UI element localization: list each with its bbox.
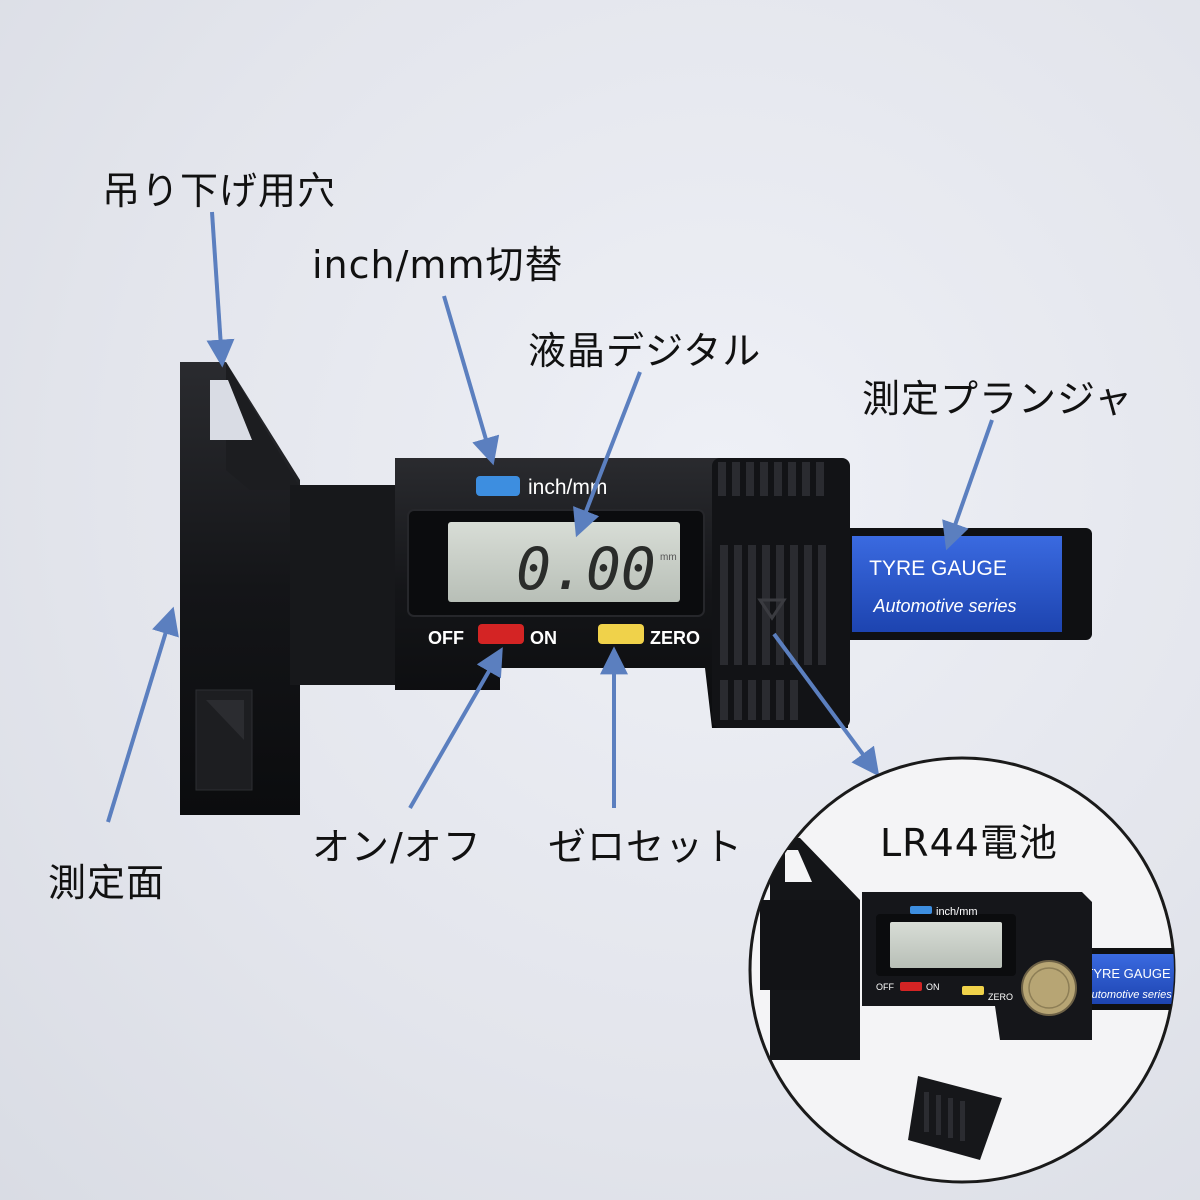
inset-plunger-text-1: TYRE GAUGE <box>1085 966 1171 981</box>
inset-unit-label: inch/mm <box>936 906 978 918</box>
label-measuring-face: 測定面 <box>48 861 166 905</box>
arrow-hanging-hole <box>206 211 235 368</box>
label-zero-set: ゼロセット <box>548 825 744 869</box>
label-hanging-hole: 吊り下げ用穴 <box>102 169 337 213</box>
battery-inset: TYRE GAUGE Automotive series inch/mm OFF… <box>748 756 1176 1184</box>
arrow-measuring-face <box>106 606 179 823</box>
plunger-text-1: TYRE GAUGE <box>869 557 1007 580</box>
battery-cover-arrow-icon <box>757 598 787 621</box>
label-power: オン/オフ <box>312 825 482 869</box>
label-lcd: 液晶デジタル <box>528 329 762 373</box>
off-label: OFF <box>428 628 464 648</box>
on-label: ON <box>530 628 557 648</box>
inset-off-label: OFF <box>876 982 894 992</box>
lcd-screen <box>448 522 680 602</box>
unit-switch-label: inch/mm <box>528 476 607 499</box>
battery-cover <box>908 1076 1002 1160</box>
inset-on-label: ON <box>926 982 940 992</box>
arrow-plunger <box>942 419 994 551</box>
hanging-hole <box>210 380 252 440</box>
label-unit-switch: inch/mm切替 <box>312 243 564 287</box>
zero-button[interactable] <box>598 624 644 644</box>
plunger-text-2: Automotive series <box>872 596 1016 616</box>
lcd-unit: mm <box>660 552 677 563</box>
arrow-unit-switch <box>442 295 500 466</box>
label-plunger: 測定プランジャ <box>862 377 1134 421</box>
gauge-base <box>180 362 400 815</box>
measuring-plunger: TYRE GAUGE Automotive series <box>820 528 1092 640</box>
arrow-lcd <box>573 371 642 538</box>
arrow-power <box>408 647 503 809</box>
annotation-arrows <box>106 211 994 823</box>
arrow-battery <box>772 632 880 777</box>
lcd-reading: 0.00 <box>516 535 656 603</box>
gauge-head: 0.00 mm inch/mm OFF ON ZERO <box>395 458 850 728</box>
inset-plunger-text-2: Automotive series <box>1083 989 1172 1001</box>
label-battery: LR44電池 <box>880 821 1058 865</box>
inset-zero-label: ZERO <box>988 992 1013 1002</box>
power-button[interactable] <box>478 624 524 644</box>
unit-switch-button[interactable] <box>476 476 520 496</box>
zero-label: ZERO <box>650 628 700 648</box>
lr44-battery <box>1021 960 1077 1016</box>
